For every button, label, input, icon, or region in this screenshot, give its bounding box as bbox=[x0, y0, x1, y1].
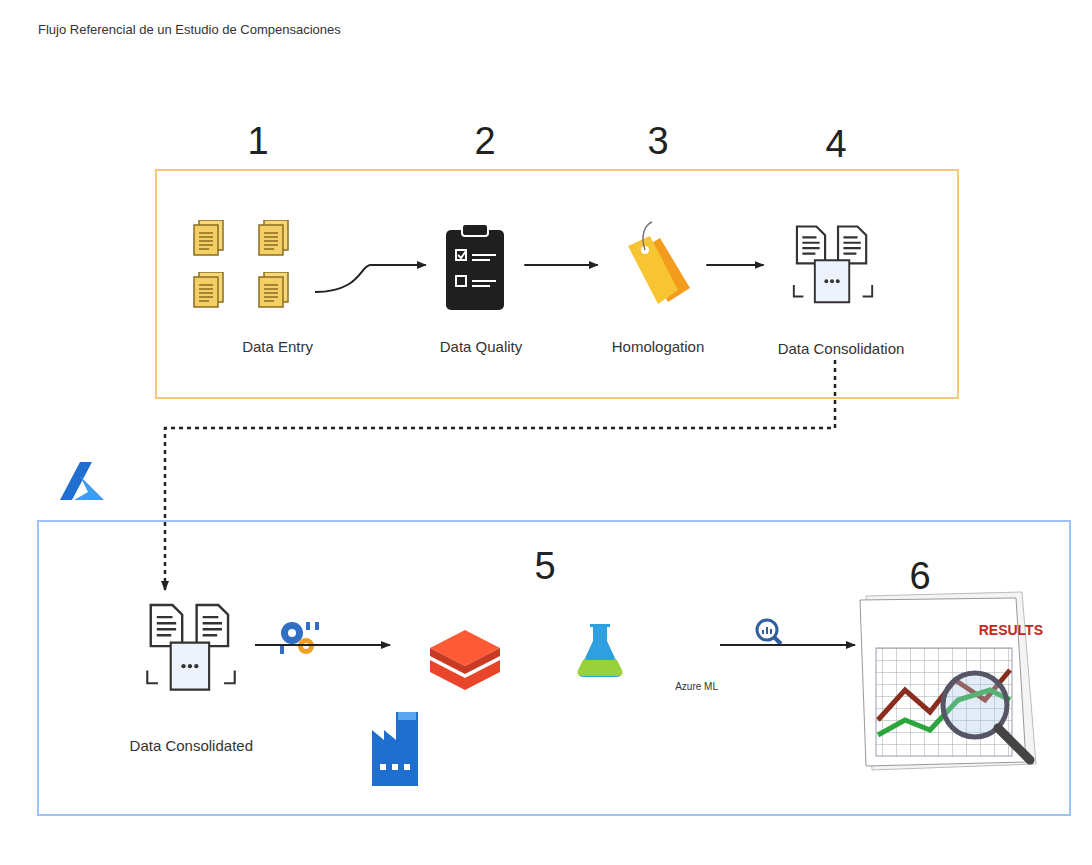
icon-node: Data Quality bbox=[426, 215, 525, 360]
arrow-connector bbox=[315, 265, 426, 292]
dashed-connector bbox=[165, 360, 835, 590]
node-label: Data Consolidated bbox=[130, 737, 253, 755]
arrow-connector bbox=[524, 264, 597, 266]
node-label: RESULTS bbox=[979, 622, 1043, 638]
diagram-title: Flujo Referencial de un Estudio de Compe… bbox=[38, 22, 341, 37]
icon-node: Data Entry bbox=[185, 215, 315, 360]
node-label: Data Quality bbox=[440, 338, 523, 356]
node-label: Data Consolidation bbox=[778, 340, 905, 358]
step-number: 3 bbox=[647, 119, 668, 163]
step-number: 5 bbox=[534, 544, 555, 588]
node-label: Data Entry bbox=[242, 338, 313, 356]
icon-node: Data Consolidated bbox=[95, 590, 255, 760]
arrow-connector bbox=[720, 644, 855, 646]
icon-node: Data Consolidation bbox=[764, 215, 907, 360]
step-number: 4 bbox=[825, 122, 846, 166]
icon-node: Homologation bbox=[598, 215, 707, 360]
step-number: 1 bbox=[247, 119, 268, 163]
icon-node: RESULTS bbox=[855, 585, 1045, 775]
node-label: Azure ML bbox=[675, 681, 718, 693]
step-number: 2 bbox=[474, 119, 495, 163]
arrow-connector bbox=[255, 644, 390, 646]
node-label: Homologation bbox=[612, 338, 705, 356]
icon-node: Azure ML bbox=[390, 600, 720, 760]
step-number: 6 bbox=[909, 554, 930, 598]
arrow-connector bbox=[706, 264, 763, 266]
